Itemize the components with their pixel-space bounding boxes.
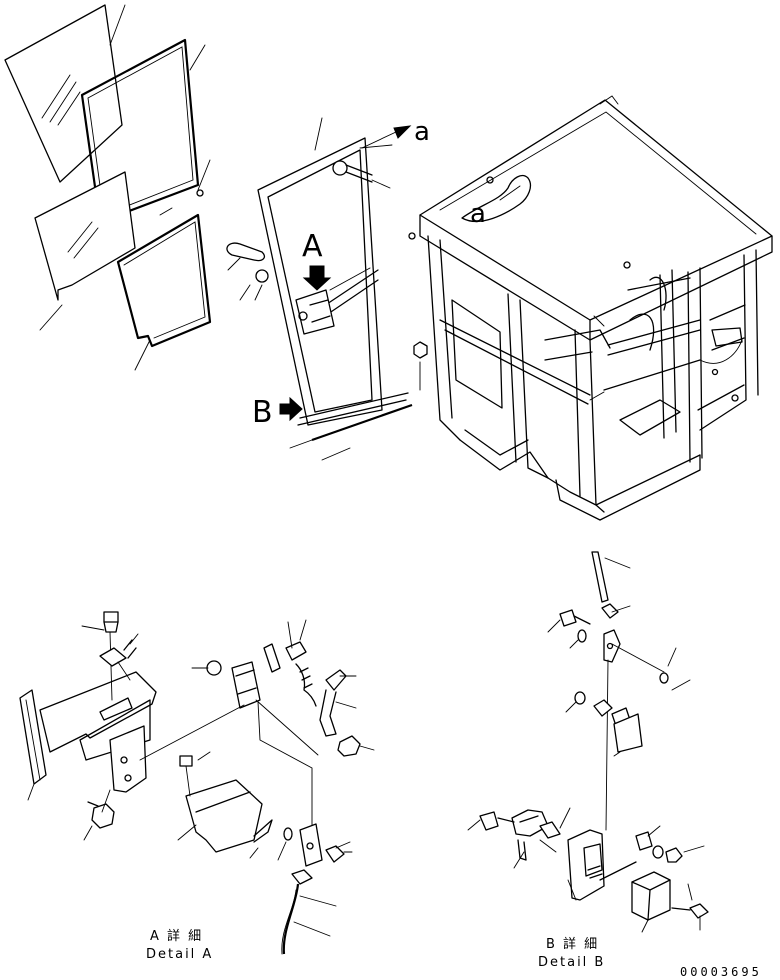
detail-a-handle [319,669,357,737]
door-weatherstrips [289,392,413,461]
caption-detail-b: B 詳 細 Detail B [538,936,605,970]
door-latch-assembly [295,289,335,335]
door-nut [413,341,428,391]
detail-a-clip [249,819,293,861]
arrow-a-door: a [361,117,430,149]
detail-a-rod-block [299,823,353,867]
detail-a-bolt-top [81,611,131,701]
view-a-callout: A [302,229,332,291]
detail-b-cover [631,871,709,933]
glass-leader-lines [39,4,211,371]
detail-a-en-label: Detail A [146,947,213,962]
detail-a-clamp-bolt [337,735,375,757]
detail-a-cable [281,869,337,955]
door-leader-lines [227,117,393,301]
caption-detail-a: A 詳 細 Detail A [146,928,213,962]
view-a-label: A [302,229,323,264]
detail-b-jp-label: B 詳 細 [546,936,599,952]
glass-panel-upper [4,4,123,183]
glass-frame-lower [116,213,212,348]
detail-a-pin [123,633,139,659]
detail-b-latch [467,807,571,869]
callout-a-cab: a [470,199,486,229]
callout-a-door: a [414,117,430,147]
detail-a-bracket [19,671,157,801]
drawing-number: 00003695 [680,965,762,979]
detail-b-bolt [547,609,591,649]
detail-b-block [635,825,705,863]
detail-a-lever [263,619,317,707]
view-b-label: B [252,395,273,430]
cab-body: a [408,95,773,521]
detail-a-latch [139,660,319,831]
detail-b-washer-set [565,691,643,757]
door-hook [226,242,269,301]
door-bolt [332,160,391,189]
glass-panel-lower [34,171,136,301]
detail-b-plate [567,829,637,901]
detail-a-cover [177,751,263,853]
glass-frame-upper [80,38,200,224]
detail-b-rod [591,551,631,619]
detail-b-clevis [603,629,691,831]
detail-b-en-label: Detail B [538,955,605,970]
detail-a-bolt-lower [83,789,115,841]
detail-a-jp-label: A 詳 細 [150,928,203,944]
view-b-callout: B [252,395,303,430]
